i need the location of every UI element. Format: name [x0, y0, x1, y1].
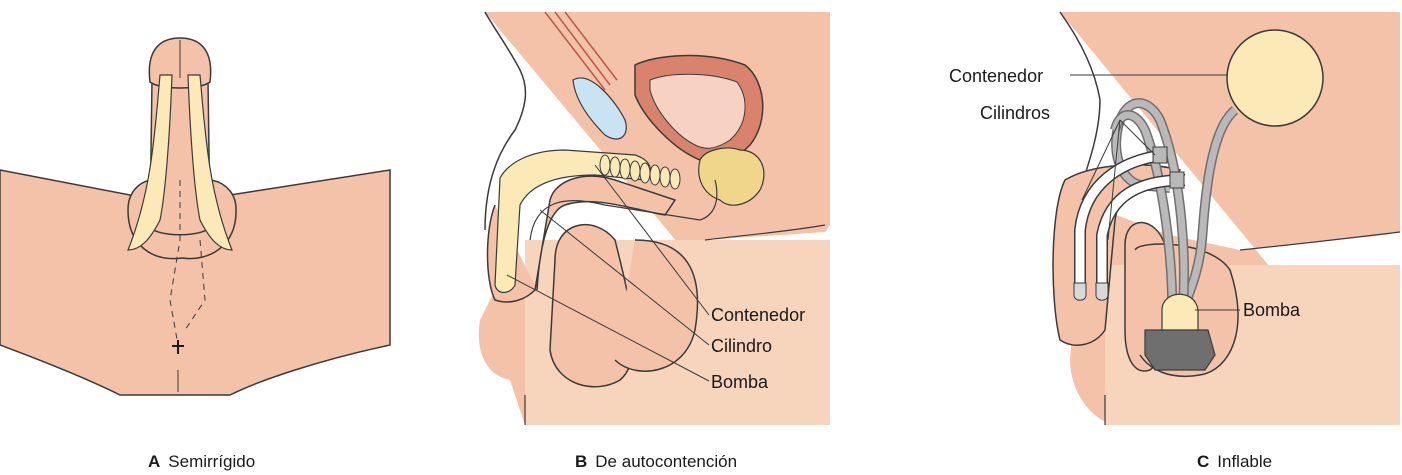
label-b-cylinder: Cilindro	[711, 336, 772, 357]
caption-b-letter: B	[575, 452, 587, 471]
label-c-cylinders: Cilindros	[980, 103, 1050, 124]
label-c-pump: Bomba	[1243, 300, 1300, 321]
label-b-pump: Bomba	[711, 372, 768, 393]
panel-a: A Semirrígido	[0, 0, 400, 475]
caption-b: B De autocontención	[575, 452, 737, 472]
pump-bulb	[1162, 294, 1198, 335]
caption-a-text: Semirrígido	[168, 452, 255, 471]
panel-b: Contenedor Cilindro Bomba B De autoconten…	[455, 0, 855, 475]
label-c-reservoir: Contenedor	[949, 66, 1043, 87]
caption-c: C Inflable	[1197, 452, 1272, 472]
semirigid-implant-illustration	[0, 0, 400, 440]
panel-c: Contenedor Cilindros Bomba C Inflable	[940, 0, 1402, 475]
pump-base	[1145, 330, 1215, 370]
caption-a-letter: A	[148, 452, 160, 471]
caption-a: A Semirrígido	[148, 452, 255, 472]
caption-c-letter: C	[1197, 452, 1209, 471]
caption-c-text: Inflable	[1217, 452, 1272, 471]
caption-b-text: De autocontención	[595, 452, 737, 471]
label-b-reservoir: Contenedor	[711, 305, 805, 326]
reservoir	[1227, 30, 1323, 126]
self-contained-implant-illustration	[455, 0, 855, 440]
